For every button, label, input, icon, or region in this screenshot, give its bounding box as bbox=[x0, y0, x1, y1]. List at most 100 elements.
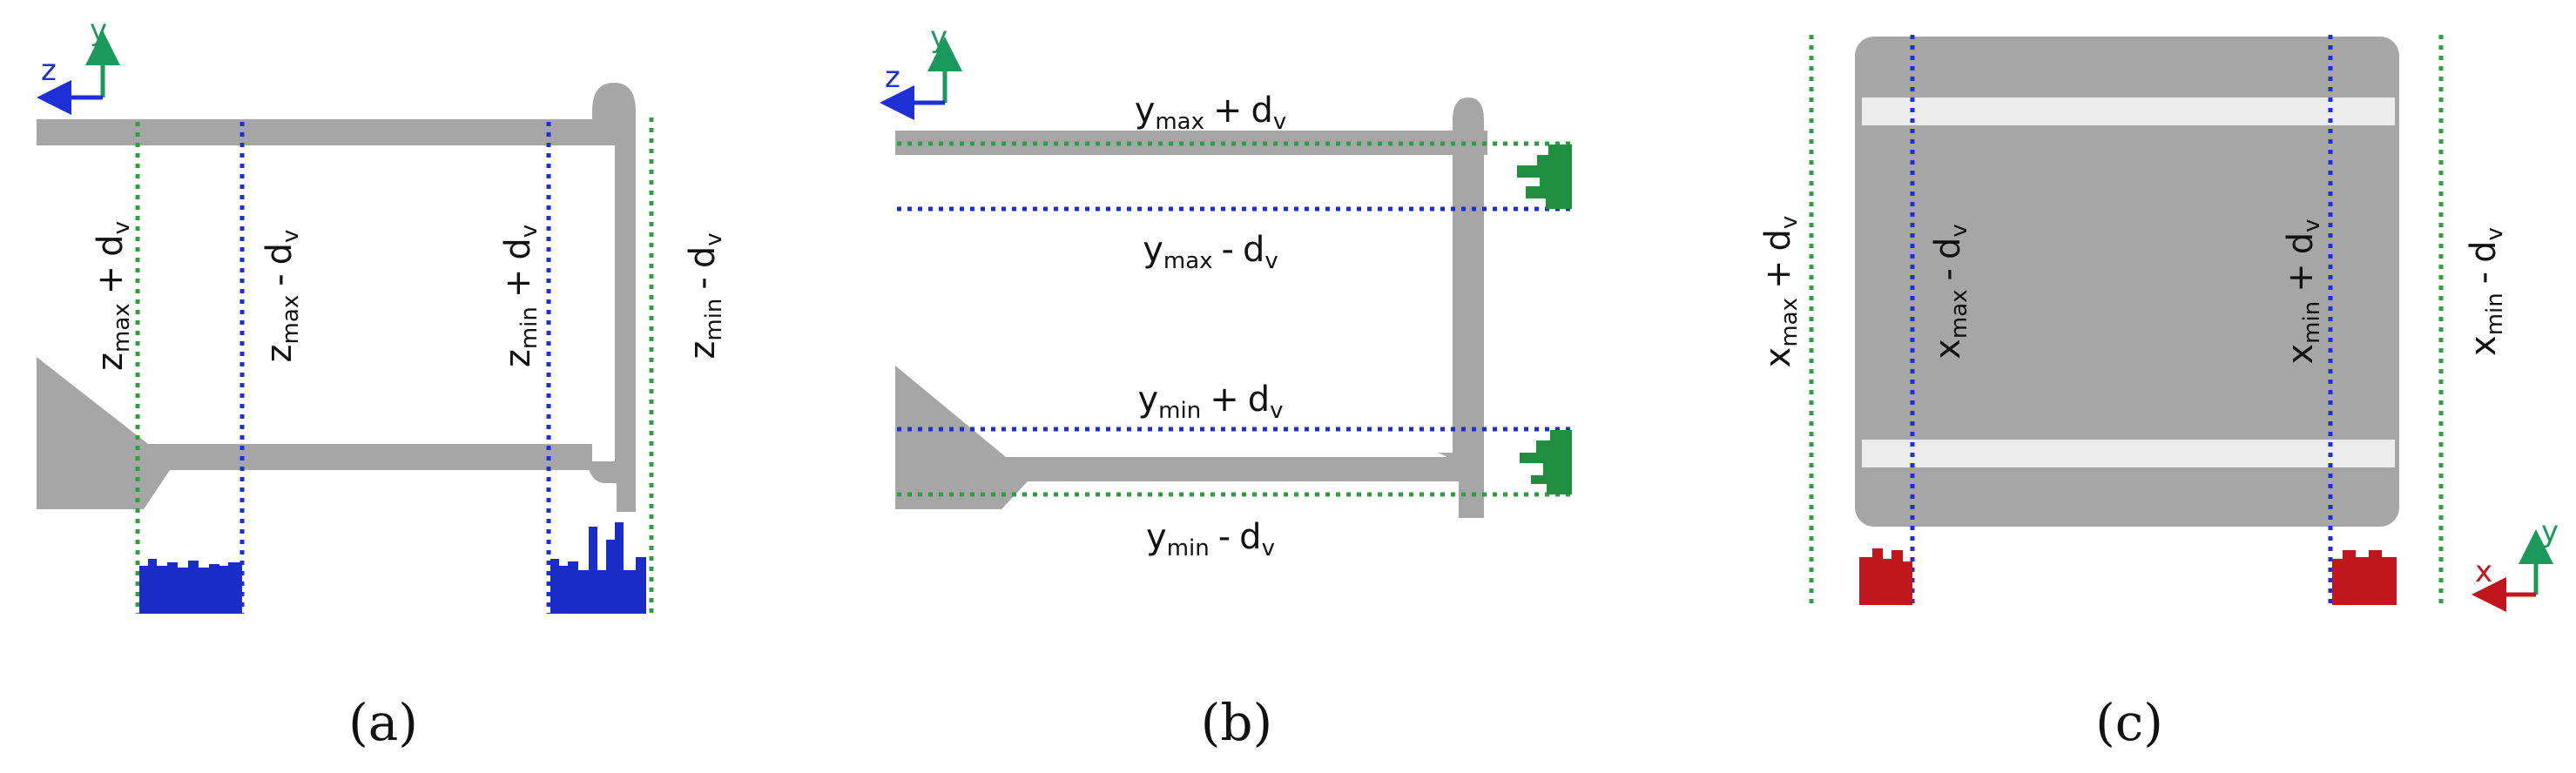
panel-a-label-zmin-plus-dv: zmin + dv bbox=[498, 225, 543, 367]
bound-label-text: xmax - dv bbox=[1928, 224, 1972, 360]
bound-label-d: d bbox=[2281, 232, 2321, 254]
panel-b: y z ymax+dv ymax-dv ymin+dv ymin-dv (b) bbox=[880, 20, 1572, 752]
bound-label-base: y bbox=[1138, 380, 1159, 420]
panel-c-caption: (c) bbox=[2095, 693, 2163, 752]
bound-label-sub: max bbox=[1777, 298, 1803, 347]
bound-label-text: xmax+dv bbox=[1758, 216, 1803, 368]
bound-label-text: xmin + dv bbox=[2281, 219, 2325, 365]
bound-label-text: ymin +dv bbox=[1138, 380, 1284, 424]
panel-b-axes: y z bbox=[880, 20, 962, 120]
bound-label-dsub: v bbox=[278, 230, 304, 243]
bound-label-sub: min bbox=[516, 306, 543, 349]
bound-label-text: zmax+dv bbox=[91, 221, 135, 371]
bound-label-op: - bbox=[1222, 230, 1234, 270]
panel-c-histogram-left bbox=[1859, 548, 1912, 605]
bound-label-op: - bbox=[1218, 517, 1231, 557]
panel-a-histogram-left bbox=[139, 559, 242, 614]
bound-label-base: x bbox=[1758, 347, 1798, 368]
panel-c-plate bbox=[1855, 37, 2399, 527]
bound-label-dsub: v bbox=[1946, 224, 1972, 237]
bound-label-sub: min bbox=[1167, 535, 1210, 561]
bound-label-op: - bbox=[260, 273, 300, 286]
bound-label-base: z bbox=[498, 349, 538, 367]
bound-label-dsub: v bbox=[109, 221, 135, 234]
panel-c-label-xmin-minus-dv: xmin-dv bbox=[2464, 227, 2508, 356]
bound-label-dsub: v bbox=[1270, 398, 1283, 424]
bound-label-d: d bbox=[1243, 230, 1264, 270]
bound-label-d: d bbox=[683, 246, 723, 268]
bound-label-sub: max bbox=[1946, 289, 1972, 339]
bound-label-text: zmax-dv bbox=[260, 230, 304, 363]
bound-label-base: y bbox=[1143, 230, 1163, 270]
bound-label-op: - bbox=[2464, 272, 2504, 284]
bound-label-dsub: v bbox=[516, 225, 543, 238]
panel-a-axes: y z bbox=[37, 13, 120, 115]
panel-b-z-axis-label: z bbox=[885, 60, 900, 95]
bound-label-dsub: v bbox=[2299, 219, 2325, 232]
panel-b-label-ymax-plus-dv: ymax+dv bbox=[1135, 91, 1287, 135]
bound-label-d: d bbox=[498, 238, 538, 259]
bound-label-text: ymax+dv bbox=[1135, 91, 1287, 135]
bound-label-op: + bbox=[1210, 380, 1239, 420]
panel-c-label-xmin-plus-dv: xmin + dv bbox=[2281, 219, 2325, 365]
panel-b-histogram-top bbox=[1517, 145, 1572, 209]
bound-label-sub: min bbox=[2299, 301, 2325, 344]
bound-label-dsub: v bbox=[1273, 109, 1286, 135]
bound-label-text: zmin-dv bbox=[683, 232, 727, 359]
bound-label-base: z bbox=[260, 344, 300, 362]
bound-label-base: x bbox=[1928, 339, 1968, 360]
bound-label-sub: max bbox=[1163, 248, 1213, 274]
panel-c-x-axis-label: x bbox=[2475, 555, 2492, 589]
panel-a-vertical-web bbox=[588, 83, 636, 512]
bound-label-base: z bbox=[91, 353, 131, 371]
panel-a-label-zmax-minus-dv: zmax-dv bbox=[260, 230, 304, 363]
bound-label-d: d bbox=[1928, 238, 1968, 259]
panel-a-z-axis-label: z bbox=[41, 53, 57, 88]
panel-b-structure bbox=[895, 97, 1487, 518]
bound-label-op: + bbox=[2281, 263, 2321, 292]
panel-a-histogram-right bbox=[550, 522, 646, 614]
bound-label-base: x bbox=[2281, 344, 2321, 365]
panel-b-caption: (b) bbox=[1201, 693, 1272, 752]
bound-label-base: y bbox=[1135, 91, 1156, 131]
bound-label-base: y bbox=[1146, 517, 1167, 557]
panel-b-histogram-bottom bbox=[1520, 430, 1572, 494]
panel-b-bottom-flange bbox=[1026, 457, 1461, 481]
bound-label-op: - bbox=[1928, 268, 1968, 280]
bound-label-d: d bbox=[1758, 229, 1798, 251]
panel-c-label-xmax-plus-dv: xmax+dv bbox=[1758, 216, 1803, 368]
bound-label-sub: max bbox=[1155, 109, 1204, 135]
bound-label-sub: min bbox=[2482, 292, 2508, 335]
bound-label-op: - bbox=[683, 277, 723, 289]
panel-b-label-ymin-minus-dv: ymin-dv bbox=[1146, 517, 1275, 561]
bound-label-sub: min bbox=[701, 299, 727, 341]
bound-label-d: d bbox=[1239, 517, 1261, 557]
bound-label-dsub: v bbox=[701, 232, 727, 245]
panel-c-histogram-right bbox=[2332, 550, 2397, 605]
panel-a-top-flange bbox=[37, 119, 611, 145]
bound-label-d: d bbox=[260, 243, 300, 265]
bound-label-d: d bbox=[91, 234, 131, 256]
bound-label-d: d bbox=[1251, 91, 1273, 131]
bound-label-op: + bbox=[498, 269, 538, 299]
bound-label-sub: min bbox=[1158, 398, 1201, 424]
panel-b-label-ymin-plus-dv: ymin +dv bbox=[1138, 380, 1284, 424]
panel-c-y-axis-label: y bbox=[2541, 514, 2559, 549]
panel-b-wedge bbox=[895, 366, 1028, 509]
panel-c-lower-stiffener bbox=[1862, 440, 2395, 467]
bound-label-text: zmin + dv bbox=[498, 225, 543, 367]
panel-a-label-zmax-plus-dv: zmax+dv bbox=[91, 221, 135, 371]
panel-a: y z zmax+dv zmax-dv zmin+dv zmin-dv (a) bbox=[37, 13, 727, 752]
bound-label-d: d bbox=[1248, 380, 1270, 420]
panel-b-y-axis-label: y bbox=[930, 20, 947, 55]
panel-b-label-ymax-minus-dv: ymax-dv bbox=[1143, 230, 1278, 274]
bound-label-text: ymin-dv bbox=[1146, 517, 1275, 561]
panel-a-structure bbox=[37, 83, 636, 512]
panel-c-axes: y x bbox=[2471, 514, 2559, 612]
panel-c: y x xmax+dv xmax-dv xmin+dv xmin-dv (c) bbox=[1758, 35, 2559, 752]
bound-label-sub: max bbox=[109, 303, 135, 353]
bound-label-op: + bbox=[1758, 259, 1798, 289]
panel-c-upper-stiffener bbox=[1862, 97, 2395, 125]
